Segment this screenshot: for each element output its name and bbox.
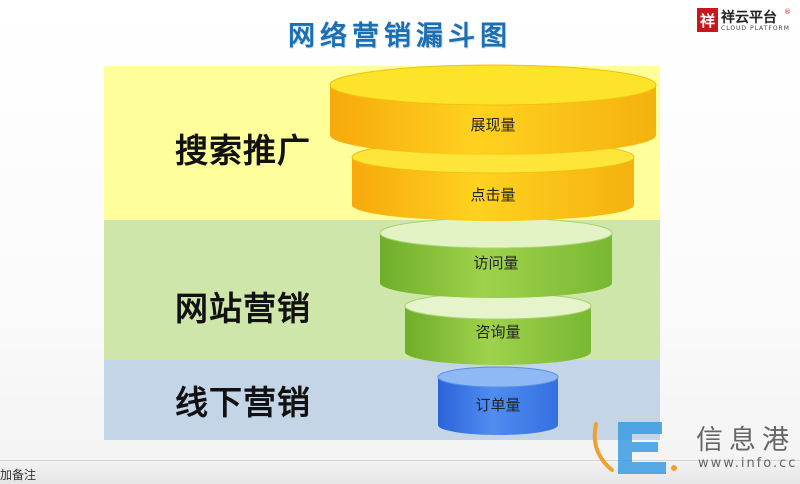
stage-order-label: 订单量	[475, 396, 520, 414]
watermark-url: www.info.cc	[698, 456, 798, 471]
logo-name: 祥云平台	[721, 10, 777, 26]
stage-click-label: 点击量	[470, 186, 515, 204]
stage-click-body	[352, 157, 634, 221]
add-note-link[interactable]: 加备注	[0, 468, 37, 482]
watermark: 信息港 www.info.cc	[588, 412, 800, 482]
logo-mark: 祥	[697, 8, 718, 32]
stage-order-top	[437, 366, 559, 388]
stage-order-body	[438, 377, 558, 435]
band-label-offline: 线下营销	[175, 383, 311, 422]
diagram-title: 网络营销漏斗图	[288, 21, 512, 52]
footer-bar: 加备注	[0, 460, 800, 484]
watermark-logo-icon	[592, 422, 677, 474]
band-label-search: 搜索推广	[175, 131, 311, 170]
registered-mark: ®	[784, 8, 791, 16]
logo-subtitle: CLOUD PLATFORM	[721, 25, 790, 32]
funnel-stage-consult: 咨询量	[404, 292, 592, 365]
band-label-website: 网站营销	[175, 289, 311, 328]
stage-consult-body	[405, 306, 591, 365]
stage-visit-label: 访问量	[473, 254, 518, 272]
brand-logo: 祥 祥云平台 ® CLOUD PLATFORM	[697, 8, 795, 38]
stage-consult-label: 咨询量	[475, 323, 520, 341]
watermark-text: 信息港	[696, 425, 795, 456]
funnel-stage-impression: 展现量	[329, 64, 657, 155]
stage-visit-body	[380, 233, 612, 298]
stage-impression-label: 展现量	[470, 116, 515, 134]
stage-impression-top	[329, 64, 657, 106]
stage-visit-top	[379, 217, 613, 249]
funnel-stage-visit: 访问量	[379, 217, 613, 298]
band-offline	[104, 360, 660, 440]
funnel-stage-order: 订单量	[437, 366, 559, 435]
